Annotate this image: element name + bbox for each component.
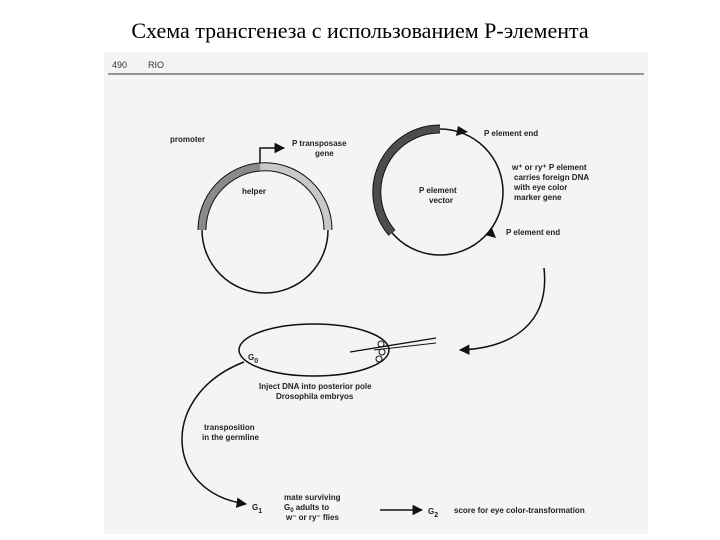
pole-cell	[379, 349, 385, 355]
pole-cell	[376, 356, 382, 362]
p-element-end-bottom-label: P element end	[506, 228, 560, 237]
injection-needle	[350, 338, 436, 352]
transposase-label-line2: gene	[315, 149, 334, 158]
vector-desc-line1: w⁺ or ry⁺ P element	[511, 163, 587, 172]
score-label: score for eye color-transformation	[454, 506, 585, 515]
slide-title: Схема трансгенеза с использованием Р-эле…	[0, 18, 720, 44]
page-number: 490	[112, 60, 127, 70]
inject-label-line2: Drosophila embryos	[276, 392, 354, 401]
author-header: RIO	[148, 60, 164, 70]
embryo-outline	[239, 324, 389, 376]
promoter-label: promoter	[170, 135, 205, 144]
vector-name-line2: vector	[429, 196, 453, 205]
mate-label-line1: mate surviving	[284, 493, 341, 502]
vector-name-line1: P element	[419, 186, 457, 195]
mate-label-line3: w⁻ or ry⁻ flies	[285, 513, 339, 522]
helper-label: helper	[242, 187, 266, 196]
promoter-segment	[202, 167, 260, 230]
transposition-line1: transposition	[204, 423, 255, 432]
vector-desc-line4: marker gene	[514, 193, 562, 202]
transcription-arrow	[260, 148, 284, 163]
inject-label-line1: Inject DNA into posterior pole	[259, 382, 372, 391]
g2-label: G2	[428, 507, 438, 519]
vector-desc-line3: with eye color	[513, 183, 567, 192]
transposase-label-line1: P transposase	[292, 139, 347, 148]
vector-to-embryo-arrow	[460, 268, 545, 350]
vector-insert-outline	[377, 129, 440, 233]
vector-desc-line2: carries foreign DNA	[514, 173, 589, 182]
p-element-diagram: 490 RIO P transposase gene promoter help…	[104, 52, 648, 534]
p-element-end-top-label: P element end	[484, 129, 538, 138]
g1-label: G1	[252, 503, 262, 515]
transposition-line2: in the germline	[202, 433, 259, 442]
p-element-end-bottom-arrow	[485, 228, 496, 238]
transposase-gene-segment	[260, 167, 328, 230]
figure-panel: 490 RIO P transposase gene promoter help…	[104, 52, 648, 534]
